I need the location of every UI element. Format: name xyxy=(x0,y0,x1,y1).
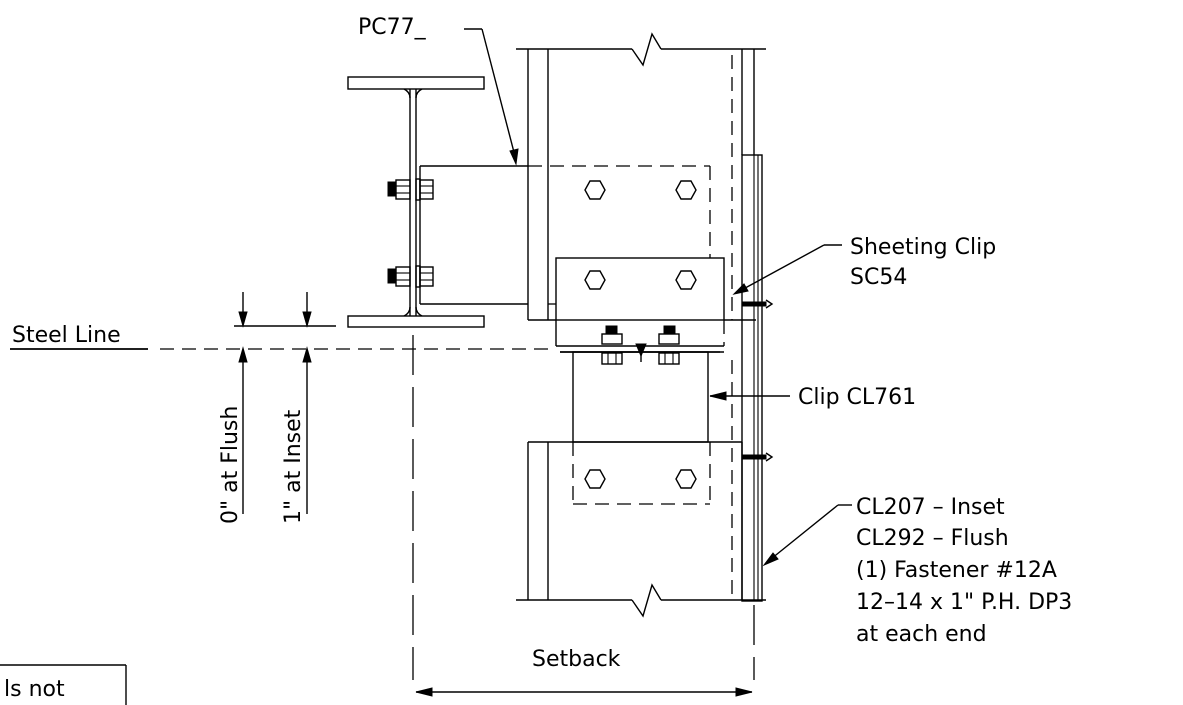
part-mark-label: PC77_ xyxy=(358,15,427,40)
flush-inset-dimensions xyxy=(234,292,336,514)
leader-clip-cl761 xyxy=(709,391,790,401)
lower-member xyxy=(516,360,766,618)
flush-dimension-label: 0" at Flush xyxy=(218,406,243,524)
plate-pc77 xyxy=(419,165,711,305)
note-line-4: 12–14 x 1" P.H. DP3 xyxy=(856,590,1072,615)
clip-cl761 xyxy=(560,351,720,443)
note-line-2: CL292 – Flush xyxy=(856,526,1009,551)
setback-dimension xyxy=(415,687,753,697)
upper-member xyxy=(516,32,766,321)
corner-note-box xyxy=(0,664,127,705)
steel-line-label: Steel Line xyxy=(12,323,121,348)
leader-pc77 xyxy=(464,28,519,166)
leader-sheeting-clip xyxy=(732,244,842,295)
i-beam xyxy=(347,76,485,328)
web-bolt-lower xyxy=(387,265,434,288)
hex-bolts-upper xyxy=(584,180,697,290)
note-line-1: CL207 – Inset xyxy=(856,495,1005,520)
inset-dimension-label: 1" at Inset xyxy=(281,409,306,524)
corner-note-text: ls not xyxy=(4,677,65,702)
note-line-5: at each end xyxy=(856,622,987,647)
web-bolt-upper xyxy=(387,178,434,201)
clip-cl207-cl292 xyxy=(741,154,774,602)
clip-cl761-label: Clip CL761 xyxy=(798,385,916,410)
sheeting-clip-mark: SC54 xyxy=(850,265,907,290)
sheeting-clip-label: Sheeting Clip xyxy=(850,235,996,260)
clip-bolts xyxy=(601,325,680,365)
setback-label: Setback xyxy=(532,647,621,672)
sheeting-clip-sc54 xyxy=(555,257,725,347)
note-line-3: (1) Fastener #12A xyxy=(856,558,1057,583)
leader-cl207 xyxy=(762,504,852,567)
